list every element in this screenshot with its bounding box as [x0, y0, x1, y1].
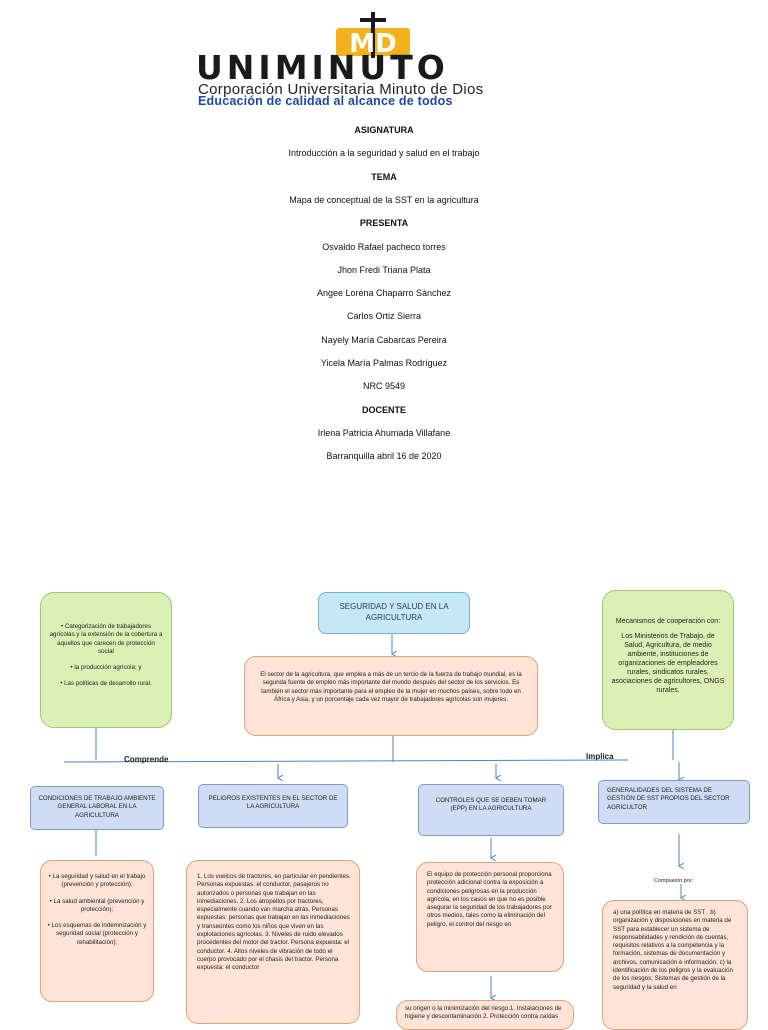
cooperation-box: Mecanismos de cooperación con: Los Minis… [602, 590, 734, 730]
management-detail-box: a) una política en materia de SST . b) o… [602, 900, 748, 1030]
conditions-detail-box: La seguridad y salud en el trabajo (prev… [40, 860, 154, 1002]
cover-line: ASIGNATURA [354, 125, 414, 135]
cover-line: PRESENTA [359, 218, 409, 229]
cover-line: Jhon Fredi Triana Plata [337, 264, 431, 275]
list-item: Categorización de trabajadores agrícolas… [49, 623, 163, 656]
cover-line: Carlos Ortiz Sierra [346, 311, 421, 322]
cooperation-body: Los Ministerios de Trabajo, de Salud, Ag… [611, 633, 725, 694]
category-hazards: PELIGROS EXISTENTES EN EL SECTOR DE LA A… [198, 784, 348, 828]
cover-line: Yicela María Palmas Rodríguez [320, 358, 448, 368]
list-item: la producción agrícola; y [49, 664, 163, 672]
logo-tagline: Educación de calidad al alcance de todos [198, 94, 453, 108]
cover-line: Angee Lorena Chaparro Sánchez [316, 288, 452, 299]
list-item: Las políticas de desarrollo rural. [49, 680, 163, 688]
list-item: Los esquemas de indemnización y segurida… [47, 922, 147, 947]
list-item: La salud ambiental (prevención y protecc… [47, 898, 147, 915]
map-title-box: SEGURIDAD Y SALUD EN LA AGRICULTURA [318, 592, 470, 634]
label-comprende: Comprende [124, 755, 169, 764]
controls-continuation-box: su origen o la minimización del riesgo.1… [396, 1000, 574, 1030]
university-logo: MD UNIMINUTO Corporación Universitaria M… [196, 12, 566, 108]
logo-subtitle: Corporación Universitaria Minuto de Dios [198, 81, 484, 98]
cover-line: DOCENTE [361, 404, 406, 415]
cover-line: Irlena Patricia Ahumada Villafane [317, 427, 451, 438]
cover-line: Nayely María Cabarcas Pereira [321, 334, 447, 345]
cooperation-title: Mecanismos de cooperación con: [615, 618, 721, 625]
cover-line: Introducción a la seguridad y salud en e… [288, 148, 480, 159]
category-conditions: CONDICIONES DE TRABAJO AMBIENTE GENERAL … [30, 786, 164, 830]
md-mark-icon: MD [336, 12, 410, 58]
category-controls: CONTROLES QUE SE DEBEN TOMAR (EPP) EN LA… [418, 784, 564, 836]
cover-line: NRC 9549 [362, 381, 406, 392]
label-implica: Implica [586, 752, 614, 761]
cover-line: Barranquilla abril 16 de 2020 [326, 451, 442, 462]
label-compuesto: Compuesto por: [654, 878, 694, 884]
cover-line: TEMA [371, 171, 397, 182]
intro-box: El sector de la agricultura, que emplea … [244, 656, 538, 736]
cover-line: Osvaldo Rafael pacheco torres [322, 241, 446, 252]
list-item: La seguridad y salud en el trabajo (prev… [47, 873, 147, 890]
category-management-system: GENERALIDADES DEL SISTEMA DE GESTIÓN DE … [598, 780, 750, 824]
logo-name: UNIMINUTO [196, 48, 449, 87]
controls-detail-box: El equipo de protección personal proporc… [416, 862, 564, 972]
hazards-detail-box: 1. Los vuelcos de tractores, en particul… [186, 860, 360, 1024]
md-mark-text: MD [349, 29, 396, 58]
scope-list-box: Categorización de trabajadores agrícolas… [40, 592, 172, 728]
cover-line: Mapa de conceptual de la SST en la agric… [289, 194, 479, 205]
